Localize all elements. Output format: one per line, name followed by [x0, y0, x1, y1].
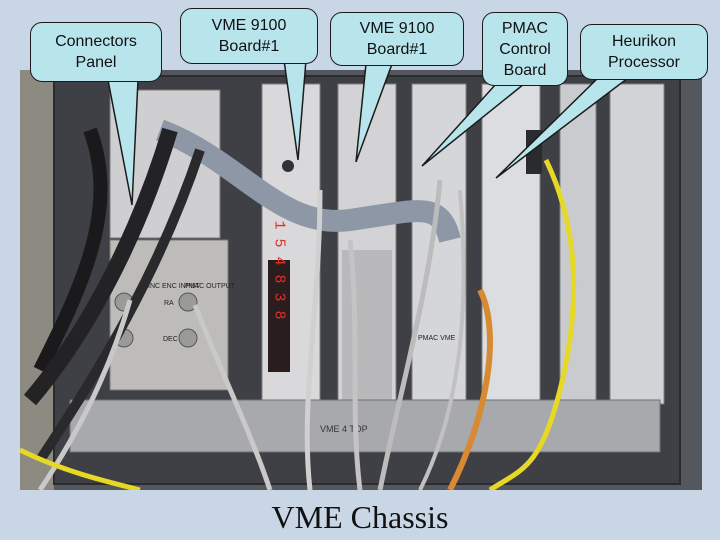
- led-digits: 1 5 4 8 3 8: [271, 220, 288, 319]
- black-cable: [23, 127, 178, 406]
- yellow-cable: [488, 158, 577, 490]
- black-cable: [33, 127, 108, 374]
- orange-ribbon-cable: [447, 288, 493, 490]
- chassis-bottom-strip: [69, 399, 661, 453]
- chassis-illustration: INC ENC INPUT PMAC OUTPUT RA DEC 1 5 4 8…: [20, 70, 702, 490]
- panel-label-pmac-output: PMAC OUTPUT: [184, 283, 236, 290]
- grey-cable: [347, 239, 363, 490]
- grey-cable: [304, 189, 323, 490]
- wall-left: [20, 70, 54, 490]
- grey-cable: [37, 299, 133, 490]
- vme-chassis-photo: INC ENC INPUT PMAC OUTPUT RA DEC 1 5 4 8…: [20, 70, 702, 490]
- led-display: [268, 260, 290, 372]
- panel-connector: [178, 292, 198, 312]
- ribbon-cable: [156, 119, 461, 244]
- callout-vme-board-left: VME 9100 Board#1: [180, 8, 318, 64]
- processor-connector: [526, 130, 542, 174]
- board-connector: [282, 160, 294, 172]
- yellow-cable: [20, 447, 141, 490]
- grey-cable: [192, 304, 273, 490]
- panel-label-enc-input: INC ENC INPUT: [148, 283, 200, 290]
- panel-connector: [178, 328, 198, 348]
- board-2-lower: [342, 250, 392, 400]
- grey-cable: [377, 179, 443, 490]
- pmac-vme-label: PMAC VME: [418, 335, 456, 342]
- chassis-label: VME 4 TOP: [320, 424, 368, 434]
- slide-caption: VME Chassis: [271, 499, 449, 535]
- callout-vme-board-right: VME 9100 Board#1: [330, 12, 464, 66]
- panel-label-dec: DEC: [163, 336, 178, 343]
- panel-label-ra: RA: [164, 300, 174, 307]
- right-cover-plate: [609, 83, 665, 405]
- grey-cable: [418, 189, 466, 490]
